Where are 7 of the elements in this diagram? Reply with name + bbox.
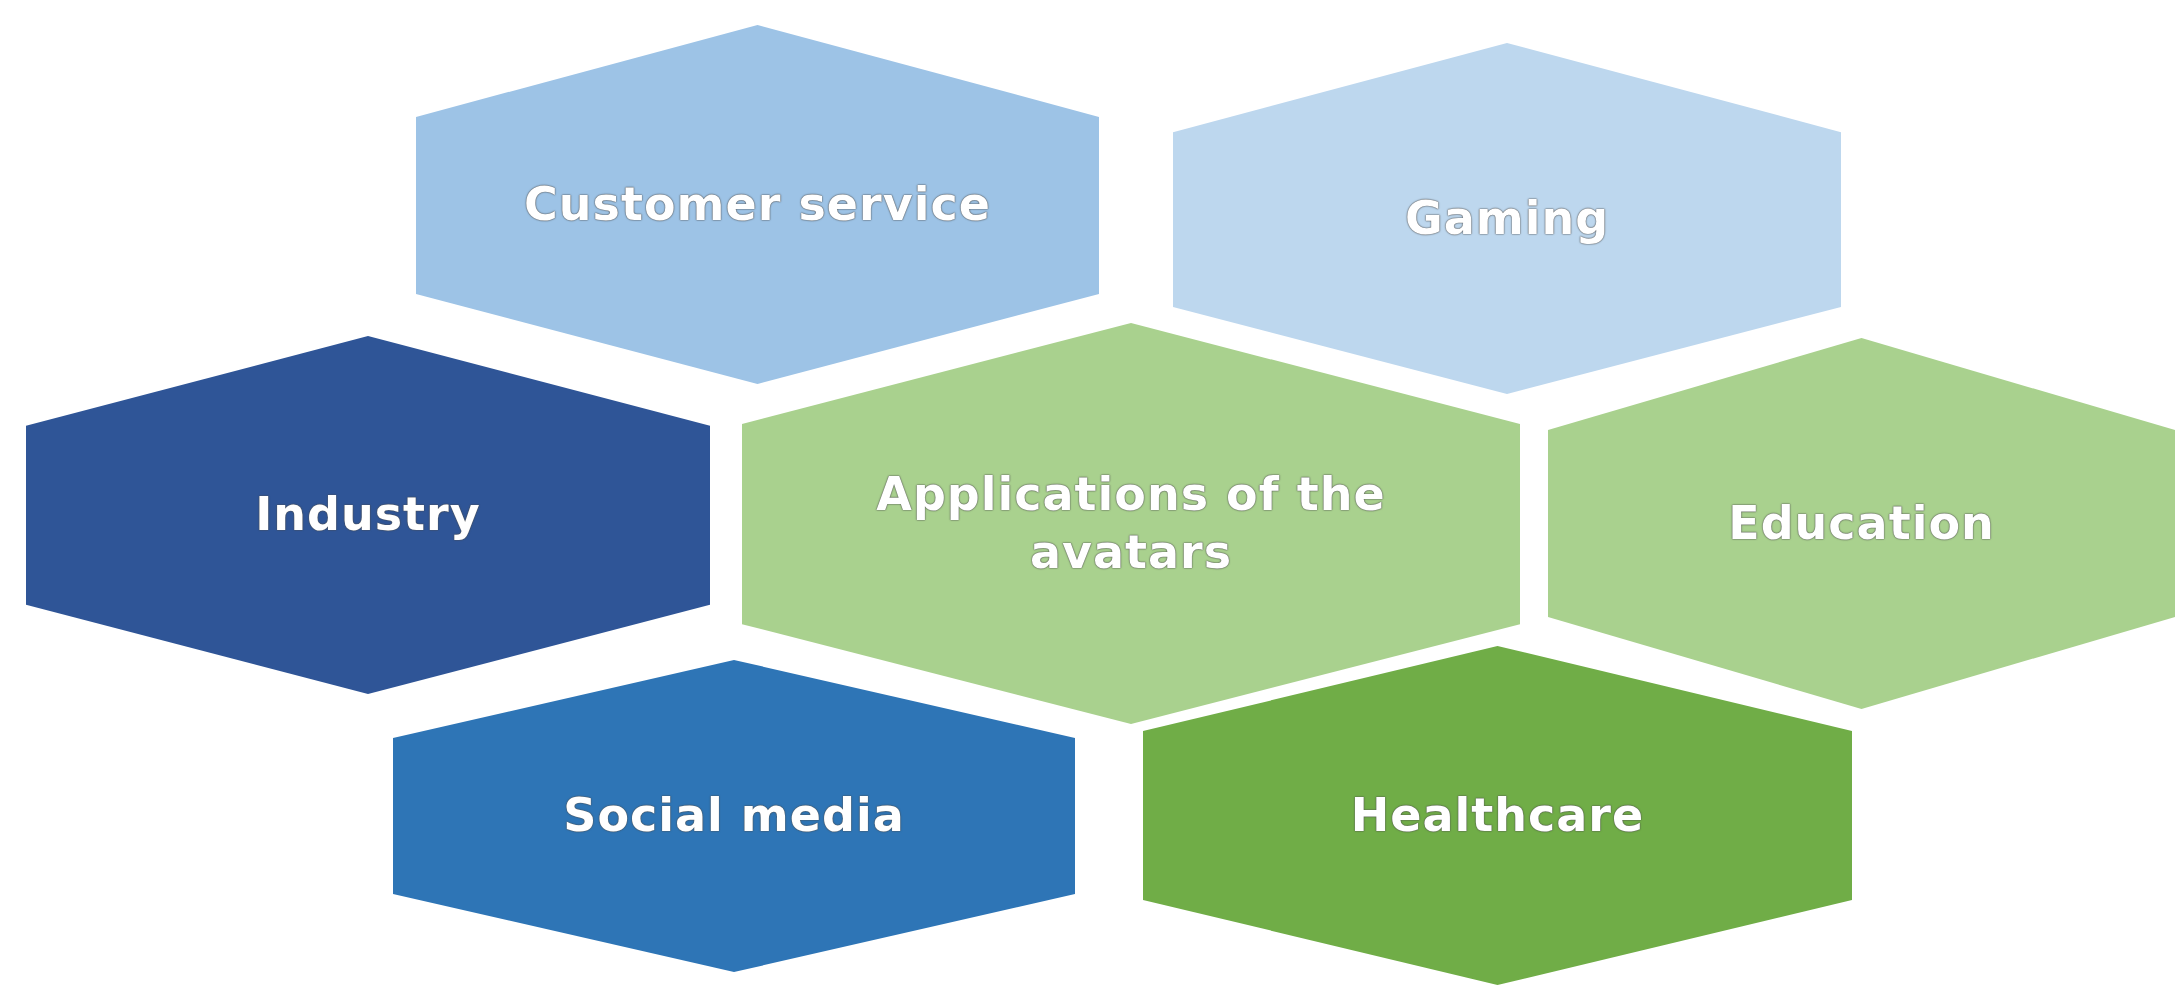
- hexagon-label: Industry: [255, 486, 481, 544]
- hexagon-label: Customer service: [524, 175, 991, 233]
- hexagon-label: Gaming: [1404, 189, 1610, 247]
- hexagon-label: Social media: [563, 787, 905, 845]
- hexagon-label: Education: [1728, 494, 1995, 552]
- hexagon-label: Applications of the avatars: [875, 466, 1387, 581]
- hexagon-label: Healthcare: [1350, 786, 1645, 844]
